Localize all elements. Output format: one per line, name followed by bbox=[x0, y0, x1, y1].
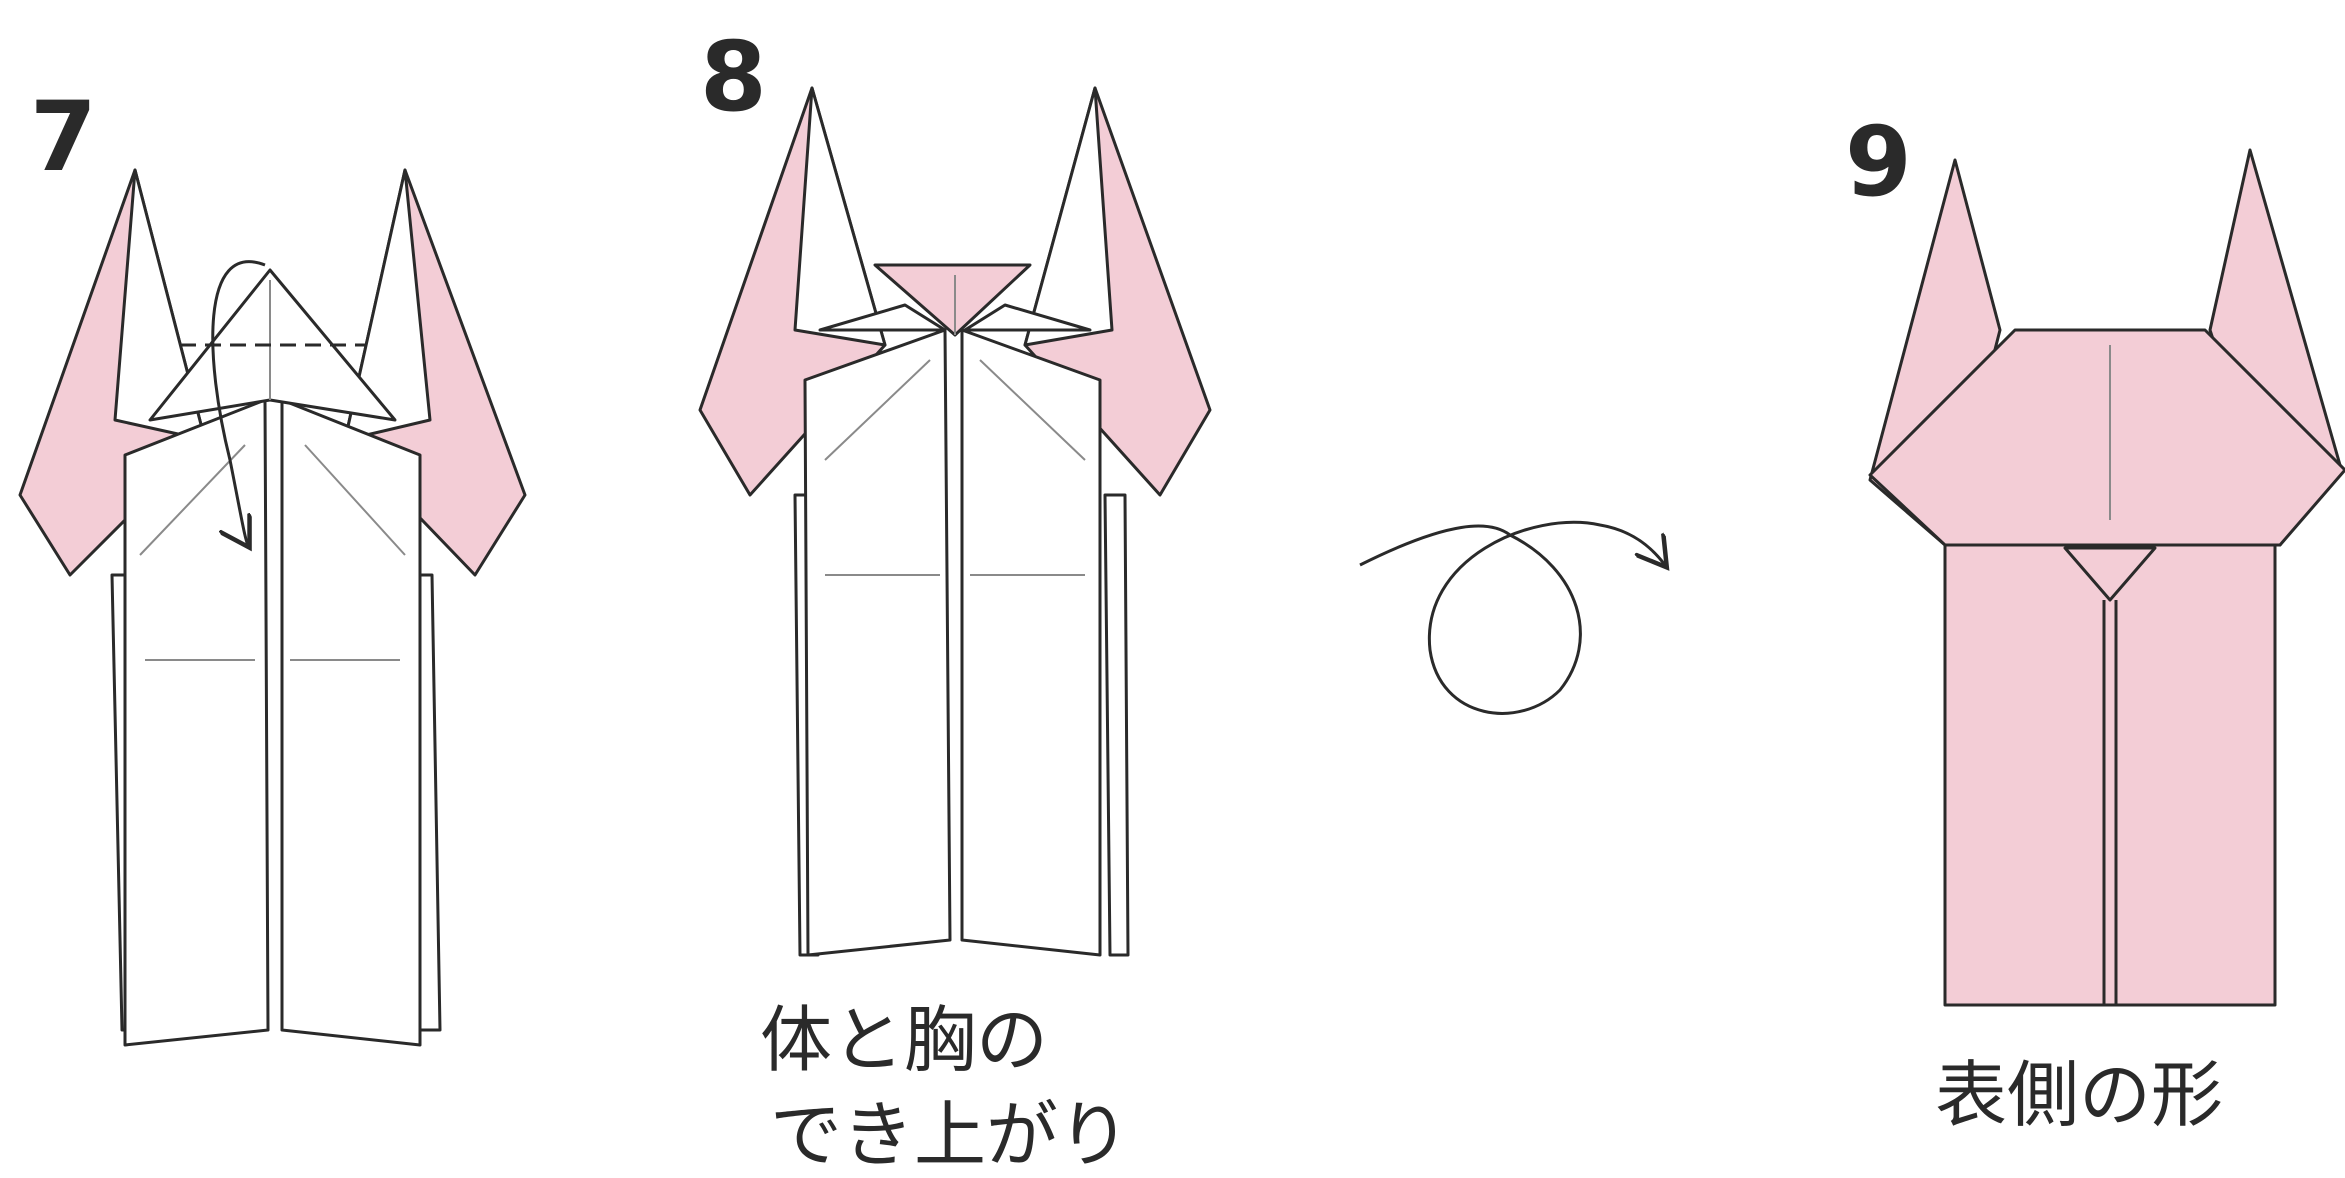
step-8-figure bbox=[698, 86, 1212, 957]
step-7-figure bbox=[18, 168, 527, 1047]
step-9-figure bbox=[1868, 148, 2345, 1007]
step-7-number: 7 bbox=[30, 81, 97, 193]
turn-over-arrow-icon bbox=[1359, 520, 1665, 715]
step-8-caption-line-1: 体と胸の bbox=[760, 998, 1048, 1082]
step-9-caption: 表側の形 bbox=[1935, 1053, 2223, 1137]
step-8-caption-line-2: でき上がり bbox=[770, 1093, 1130, 1177]
step-9-number: 9 bbox=[1845, 106, 1912, 218]
step-8-number: 8 bbox=[700, 21, 767, 133]
